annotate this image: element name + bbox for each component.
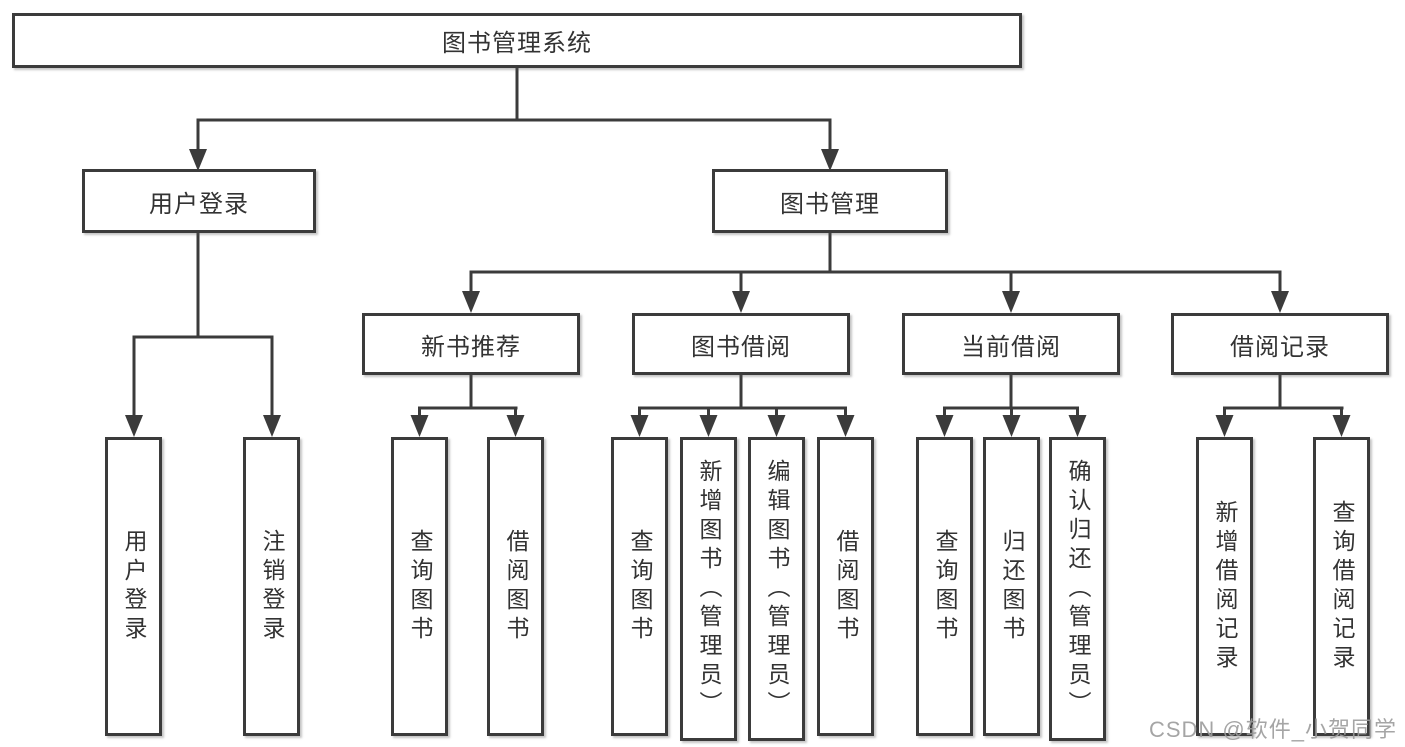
node-book-management: 图书管理 — [712, 169, 948, 233]
leaf-return-books: 归还图书 — [983, 437, 1040, 736]
leaf-query-borrow-record: 查询借阅记录 — [1313, 437, 1370, 736]
leaf-label: 查询图书 — [627, 528, 653, 645]
leaf-query-books-current: 查询图书 — [916, 437, 973, 736]
leaf-add-books-admin: 新增图书（管理员） — [680, 437, 737, 741]
node-book-borrowing: 图书借阅 — [632, 313, 850, 375]
node-root-library-system: 图书管理系统 — [12, 13, 1022, 68]
leaf-logout: 注销登录 — [243, 437, 300, 736]
leaf-borrow-books-recommend: 借阅图书 — [487, 437, 544, 736]
node-borrow-records: 借阅记录 — [1171, 313, 1389, 375]
leaf-label: 借阅图书 — [833, 528, 859, 645]
leaf-label: 注销登录 — [259, 528, 285, 645]
leaf-label: 归还图书 — [999, 528, 1025, 645]
leaf-label: 新增图书（管理员） — [696, 458, 722, 720]
leaf-label: 确认归还（管理员） — [1065, 458, 1091, 720]
leaf-query-books-recommend: 查询图书 — [391, 437, 448, 736]
leaf-label: 编辑图书（管理员） — [764, 458, 790, 720]
leaf-edit-books-admin: 编辑图书（管理员） — [748, 437, 805, 741]
leaf-label: 用户登录 — [121, 528, 147, 645]
leaf-label: 借阅图书 — [503, 528, 529, 645]
node-new-book-recommendation: 新书推荐 — [362, 313, 580, 375]
leaf-label: 新增借阅记录 — [1212, 499, 1238, 674]
leaf-user-login: 用户登录 — [105, 437, 162, 736]
node-user-login: 用户登录 — [82, 169, 316, 233]
leaf-label: 查询借阅记录 — [1329, 499, 1355, 674]
leaf-query-books-borrow: 查询图书 — [611, 437, 668, 736]
leaf-label: 查询图书 — [932, 528, 958, 645]
leaf-confirm-return-admin: 确认归还（管理员） — [1049, 437, 1106, 741]
csdn-watermark: CSDN @软件_小贺同学 — [1148, 717, 1397, 742]
leaf-label: 查询图书 — [407, 528, 433, 645]
node-current-borrowing: 当前借阅 — [902, 313, 1120, 375]
leaf-borrow-books: 借阅图书 — [817, 437, 874, 736]
arrowhead-group — [125, 149, 1351, 437]
leaf-add-borrow-record: 新增借阅记录 — [1196, 437, 1253, 736]
